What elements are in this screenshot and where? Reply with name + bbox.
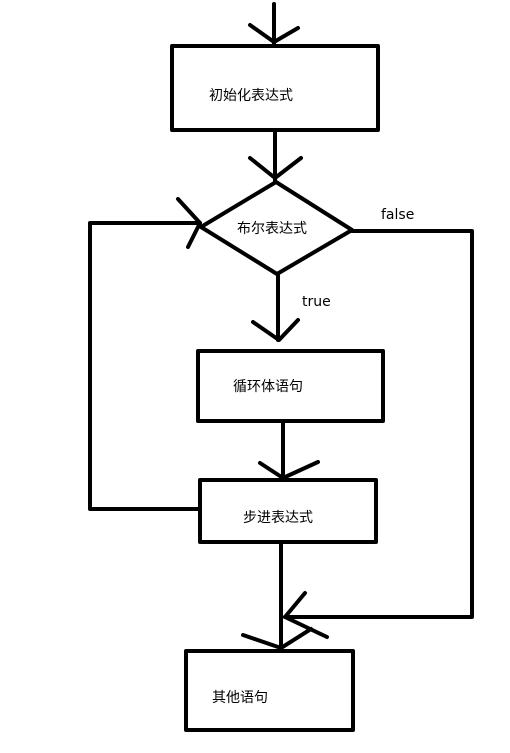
other-box	[184, 649, 355, 732]
body-label: 循环体语句	[233, 379, 303, 395]
entry-arrowhead	[248, 23, 300, 44]
false-branch-arrowhead	[283, 591, 329, 639]
body-to-step-arrowhead	[258, 460, 320, 480]
init-label: 初始化表达式	[209, 88, 293, 104]
false-branch-line	[283, 229, 474, 619]
false-edge-label: false	[381, 207, 415, 223]
loop-back-line	[88, 221, 202, 511]
true-branch-arrowhead	[251, 318, 300, 342]
condition-label: 布尔表达式	[237, 221, 307, 237]
step-to-other-arrowhead	[241, 627, 313, 650]
step-label: 步进表达式	[243, 510, 313, 526]
loop-back-arrowhead	[176, 197, 202, 249]
true-edge-label: true	[302, 294, 331, 310]
body-box	[196, 349, 385, 423]
other-label: 其他语句	[212, 690, 268, 706]
init-to-condition-arrowhead	[248, 156, 303, 180]
